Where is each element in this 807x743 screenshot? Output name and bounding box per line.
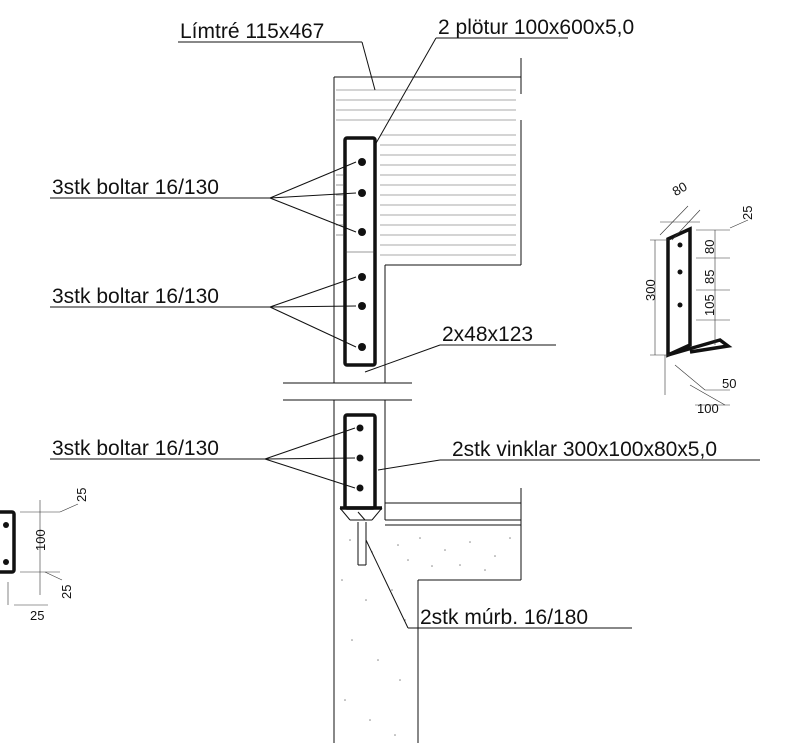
upper-steel-plate bbox=[343, 136, 377, 367]
bolt bbox=[358, 302, 366, 310]
bolts-label-3: 3stk boltar 16/130 bbox=[52, 437, 219, 460]
anchors-label: 2stk múrb. 16/180 bbox=[420, 606, 588, 629]
angles-label: 2stk vinklar 300x100x80x5,0 bbox=[452, 438, 717, 461]
timber-post bbox=[283, 77, 412, 743]
concrete-wall bbox=[341, 488, 522, 743]
post-label: 2x48x123 bbox=[442, 323, 533, 346]
bolt bbox=[356, 424, 364, 432]
plates-label: 2 plötur 100x600x5,0 bbox=[438, 16, 634, 39]
dim-85: 85 bbox=[702, 270, 717, 284]
dim-105: 105 bbox=[702, 294, 717, 316]
bolt bbox=[358, 189, 366, 197]
leader-lines bbox=[50, 37, 760, 629]
bolt bbox=[358, 158, 366, 166]
dim-25-top: 25 bbox=[740, 206, 755, 220]
plate-dim-25-a: 25 bbox=[74, 488, 89, 502]
callout-labels: Límtré 115x467 2 plötur 100x600x5,0 3stk… bbox=[52, 16, 717, 629]
glulam-label: Límtré 115x467 bbox=[180, 20, 324, 43]
dim-80: 80 bbox=[702, 240, 717, 254]
plate-dim-25-b: 25 bbox=[59, 585, 74, 599]
bolt bbox=[356, 484, 364, 492]
dim-80-top: 80 bbox=[670, 179, 690, 199]
bolt bbox=[358, 228, 366, 236]
plate-detail: 25 100 25 25 bbox=[0, 488, 89, 623]
plate-dim-25-c: 25 bbox=[30, 608, 44, 623]
dim-100: 100 bbox=[697, 401, 719, 416]
bolts-label-1: 3stk boltar 16/130 bbox=[52, 176, 219, 199]
bolt bbox=[358, 273, 366, 281]
dim-50: 50 bbox=[722, 376, 736, 391]
bolt bbox=[358, 343, 366, 351]
lower-angle-plate bbox=[339, 413, 383, 521]
bolts-label-2: 3stk boltar 16/130 bbox=[52, 285, 219, 308]
bolt bbox=[356, 454, 364, 462]
dim-300: 300 bbox=[643, 279, 658, 301]
angle-detail: 80 25 80 85 105 300 50 100 bbox=[643, 179, 755, 416]
glulam-beam bbox=[334, 58, 522, 383]
plate-dim-100: 100 bbox=[33, 529, 48, 551]
